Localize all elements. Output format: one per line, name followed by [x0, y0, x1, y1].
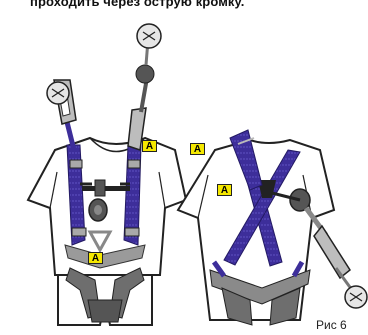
- label-a-badge: A: [88, 252, 103, 264]
- label-a-badge: A: [142, 140, 157, 152]
- figure-caption: Рис 6: [316, 318, 347, 332]
- label-a-badge: A: [190, 143, 205, 155]
- label-a-badge: A: [217, 184, 232, 196]
- back-harness-figure: [178, 130, 367, 325]
- front-harness-figure: [28, 24, 186, 325]
